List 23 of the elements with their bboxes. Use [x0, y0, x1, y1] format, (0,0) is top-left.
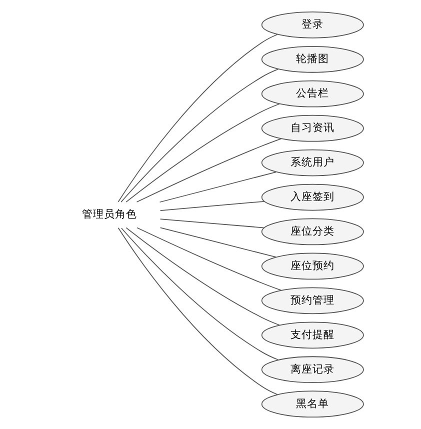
- node-ellipse: 离座记录: [260, 356, 364, 384]
- connector: [159, 200, 264, 211]
- connector: [159, 227, 276, 258]
- node-ellipse: 黑名单: [260, 390, 364, 418]
- node-text: 管理员角色: [81, 208, 136, 221]
- connector: [159, 218, 264, 228]
- node-ellipse: 登录: [260, 11, 364, 38]
- node-ellipse: 座位分类: [260, 218, 364, 246]
- connector: [117, 227, 278, 395]
- connector: [125, 103, 280, 202]
- node-ellipse: 自习资讯: [260, 114, 364, 142]
- node-ellipse: 轮播图: [260, 46, 364, 73]
- connector: [120, 68, 278, 203]
- connector: [125, 227, 280, 326]
- connector: [158, 172, 276, 203]
- node-ellipse: 座位预约: [260, 252, 364, 280]
- node-ellipse: 预约管理: [260, 287, 364, 314]
- node-ellipse: 支付提醒: [260, 322, 364, 349]
- connector: [120, 228, 278, 360]
- connector: [117, 34, 278, 202]
- node-ellipse: 公告栏: [260, 80, 364, 108]
- node-ellipse: 系统用户: [260, 149, 364, 176]
- node-ellipse: 入座签到: [260, 184, 364, 211]
